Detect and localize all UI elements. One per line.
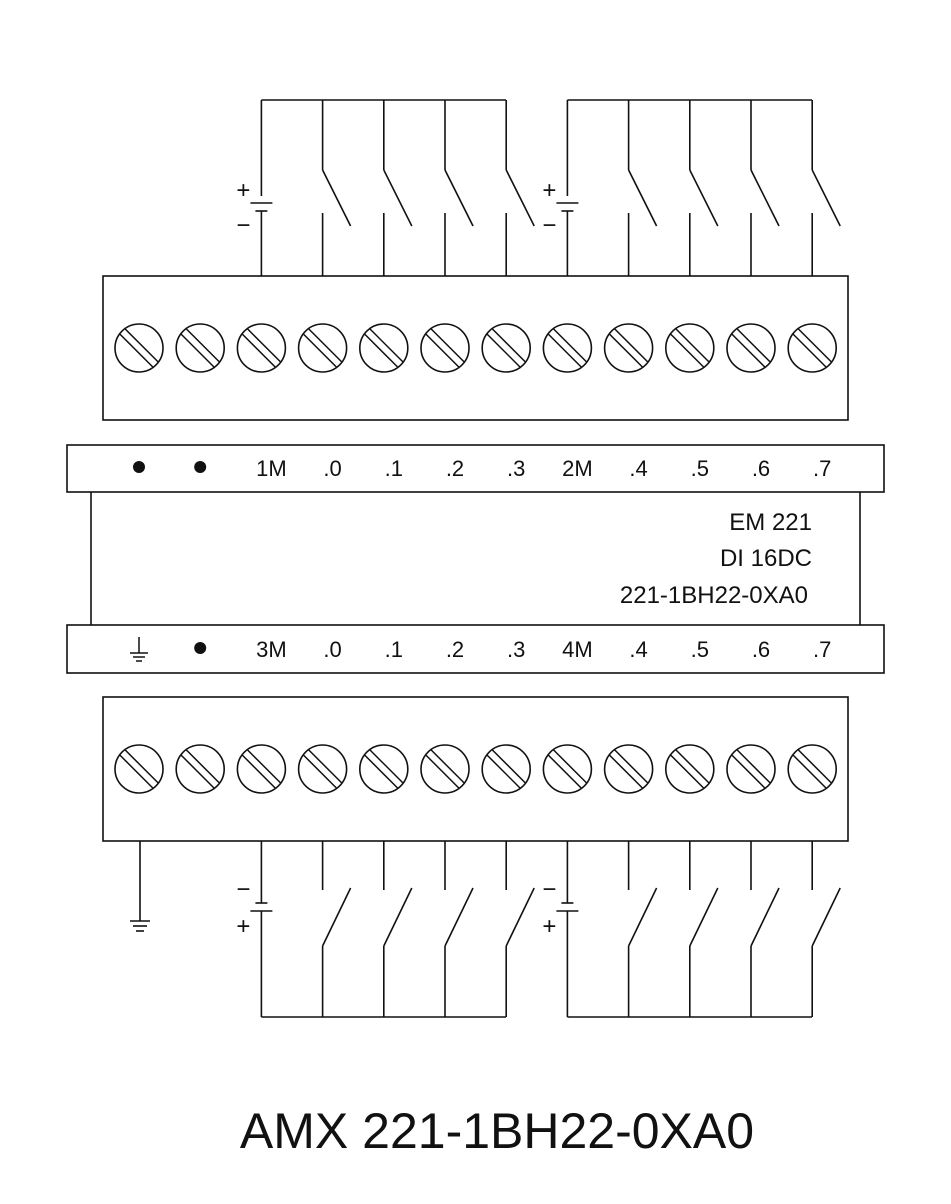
top-terminal-labels: 1M .0 .1 .2 .3 2M .4 .5 .6 .7 (133, 456, 831, 481)
bottom-label-6: .3 (507, 637, 525, 662)
bottom-label-7: 4M (562, 637, 593, 662)
bottom-screw-11 (787, 744, 838, 794)
bottom-screw-9 (664, 744, 715, 794)
top-screw-8 (603, 323, 654, 373)
top-screw-6 (481, 323, 532, 373)
top-screw-terminals (114, 323, 838, 373)
top-label-strip (66, 444, 885, 493)
ground-icon (130, 637, 148, 662)
polarity-sign: − (542, 212, 556, 239)
top-screw-5 (420, 323, 470, 373)
top-label-2: 1M (256, 456, 287, 481)
top-label-10: .6 (752, 456, 770, 481)
polarity-sign: + (542, 177, 556, 204)
bottom-screw-7 (542, 744, 593, 794)
top-screw-3 (297, 323, 348, 373)
bottom-screw-2 (236, 744, 287, 794)
top-screw-1 (175, 323, 225, 373)
top-screw-7 (542, 323, 593, 373)
bottom-terminal-labels: 3M .0 .1 .2 .3 4M .4 .5 .6 .7 (130, 637, 831, 662)
bottom-screw-0 (114, 744, 164, 794)
diagram-caption: AMX 221-1BH22-0XA0 (240, 1103, 754, 1159)
bottom-screw-10 (726, 744, 776, 794)
top-label-7: 2M (562, 456, 593, 481)
bottom-screw-5 (420, 744, 470, 794)
bottom-terminal-block (102, 696, 849, 842)
bottom-label-4: .1 (385, 637, 403, 662)
polarity-sign: + (236, 177, 250, 204)
polarity-marks: + − + − − + − + (236, 177, 556, 940)
top-screw-2 (236, 323, 287, 373)
bottom-label-11: .7 (813, 637, 831, 662)
bottom-label-strip (66, 624, 885, 674)
top-label-8: .4 (629, 456, 647, 481)
module-part-number: 221-1BH22-0XA0 (620, 582, 808, 609)
bottom-screw-4 (358, 744, 409, 794)
top-terminal-block (102, 275, 849, 421)
top-label-11: .7 (813, 456, 831, 481)
bottom-screw-terminals (114, 744, 838, 794)
bottom-label-8: .4 (629, 637, 647, 662)
top-dot-marker (133, 461, 145, 473)
bottom-screw-8 (603, 744, 654, 794)
field-wiring (250, 99, 841, 1018)
bottom-label-9: .5 (691, 637, 709, 662)
module-type: DI 16DC (720, 545, 812, 572)
top-screw-10 (726, 323, 776, 373)
top-screw-0 (114, 323, 164, 373)
bottom-screw-6 (481, 744, 532, 794)
ground-icon (130, 841, 150, 932)
bottom-label-2: 3M (256, 637, 287, 662)
polarity-sign: + (236, 913, 250, 940)
polarity-sign: + (542, 913, 556, 940)
bottom-screw-1 (175, 744, 225, 794)
top-screw-9 (664, 323, 715, 373)
module-name: EM 221 (729, 509, 812, 536)
top-label-5: .2 (446, 456, 464, 481)
polarity-sign: − (542, 876, 556, 903)
polarity-sign: − (236, 212, 250, 239)
top-label-4: .1 (385, 456, 403, 481)
top-label-9: .5 (691, 456, 709, 481)
bottom-dot-marker (194, 642, 207, 654)
top-screw-11 (787, 323, 838, 373)
bottom-label-5: .2 (446, 637, 464, 662)
bottom-screw-3 (297, 744, 348, 794)
top-label-3: .0 (323, 456, 341, 481)
top-screw-4 (358, 323, 409, 373)
top-label-6: .3 (507, 456, 525, 481)
top-dot-marker (194, 461, 207, 473)
polarity-sign: − (236, 876, 250, 903)
bottom-label-10: .6 (752, 637, 770, 662)
bottom-label-3: .0 (323, 637, 341, 662)
